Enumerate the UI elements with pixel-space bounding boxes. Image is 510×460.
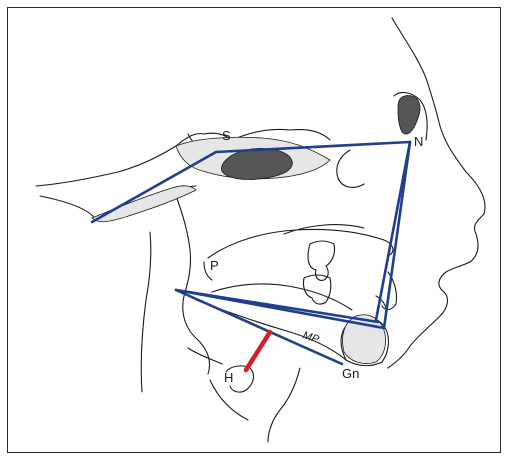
palate-outline — [208, 229, 393, 258]
label-sella: S — [222, 128, 231, 143]
nasal-bone-shaded — [398, 95, 420, 134]
label-mandibular-plane: MP — [301, 329, 321, 346]
neck-posterior — [210, 380, 248, 420]
lower-molar-tooth — [303, 275, 330, 304]
label-gnathion: Gn — [342, 366, 359, 381]
label-hyoid: H — [224, 370, 233, 385]
posterior-neck-curve — [188, 348, 222, 364]
ramus-outline — [176, 196, 210, 374]
label-nasion: N — [414, 134, 423, 149]
pharynx-outline — [141, 232, 151, 392]
hyoid-mp-distance-line — [246, 332, 270, 370]
orbit-outline — [337, 150, 364, 187]
sella-basion-line — [92, 152, 216, 222]
neck-anterior — [268, 368, 300, 442]
gonion-point-line — [176, 290, 378, 322]
anatomy-tracing — [36, 18, 485, 442]
molar-tooth — [308, 241, 335, 280]
label-p-point: P — [210, 258, 219, 273]
shaded-regions — [92, 95, 420, 363]
nasion-b-line — [376, 142, 410, 320]
